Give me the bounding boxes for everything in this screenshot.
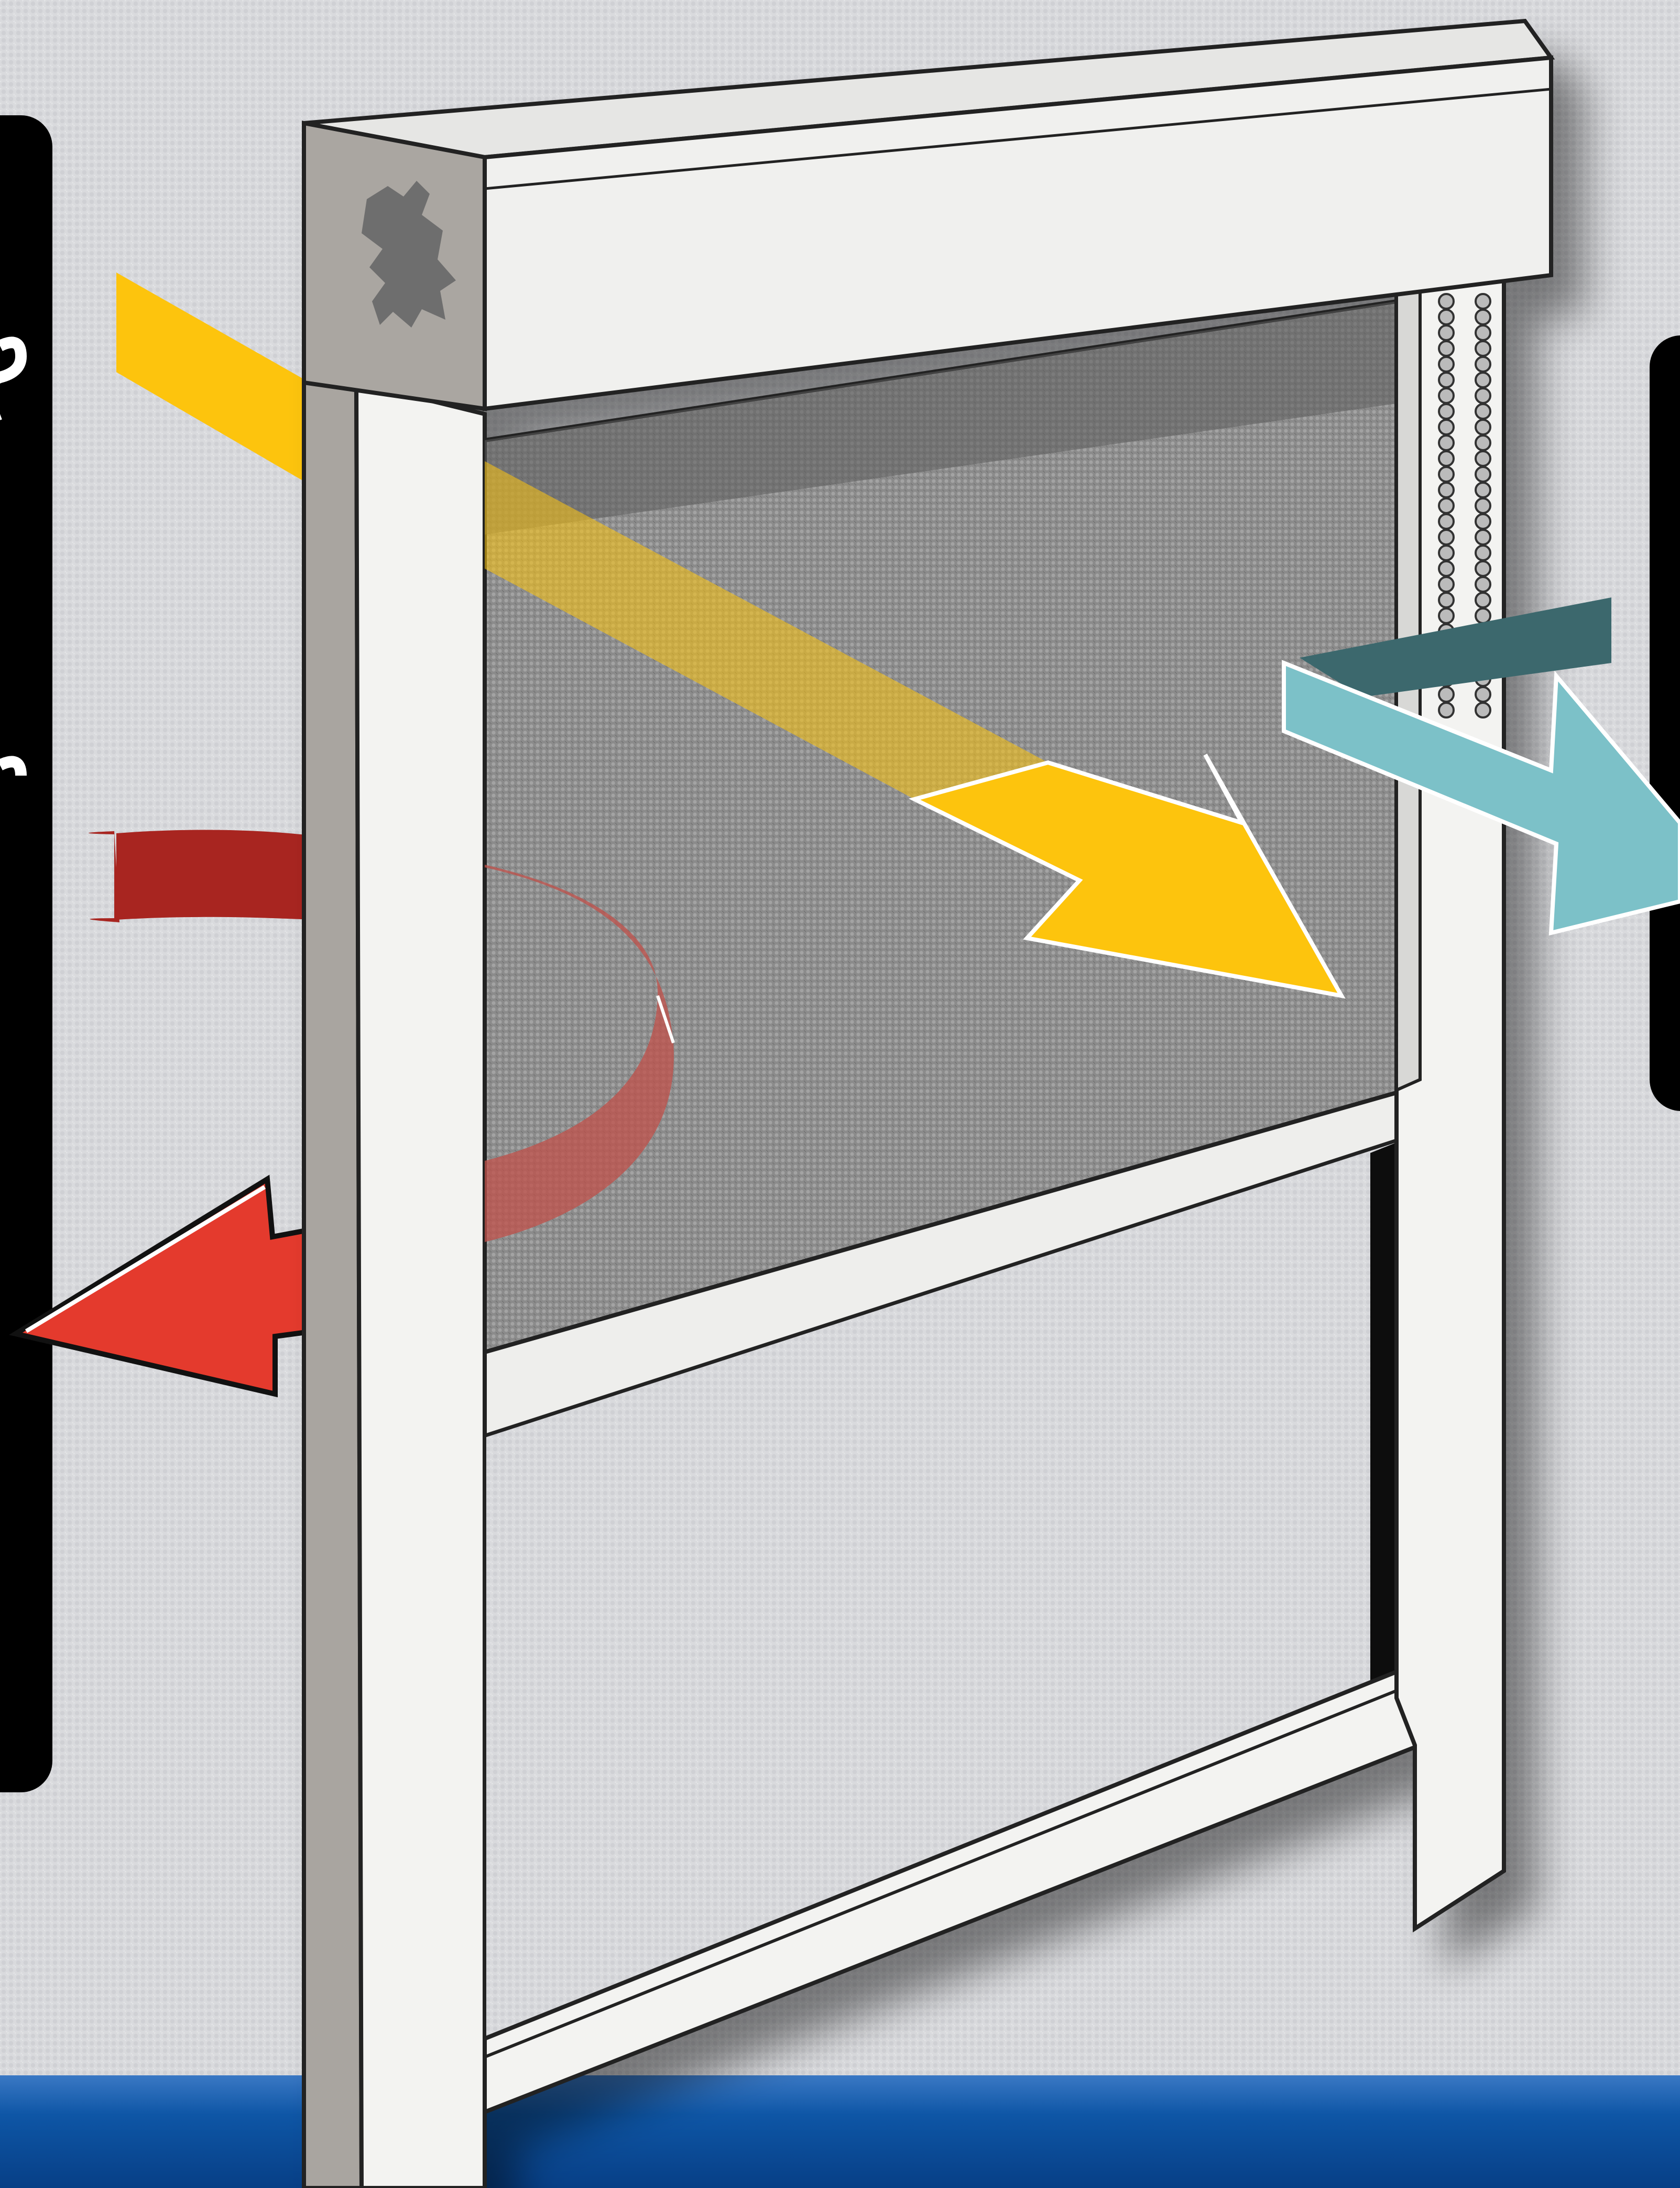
heat-curve-band [116,830,314,920]
right-guide-channel [1370,1142,1397,1706]
left-black-panel [0,115,52,1792]
bottom-band [0,2075,1680,2188]
right-black-panel [1650,335,1680,1111]
window-frame-left-side [304,383,362,2188]
window-frame-left-post [356,383,485,2188]
